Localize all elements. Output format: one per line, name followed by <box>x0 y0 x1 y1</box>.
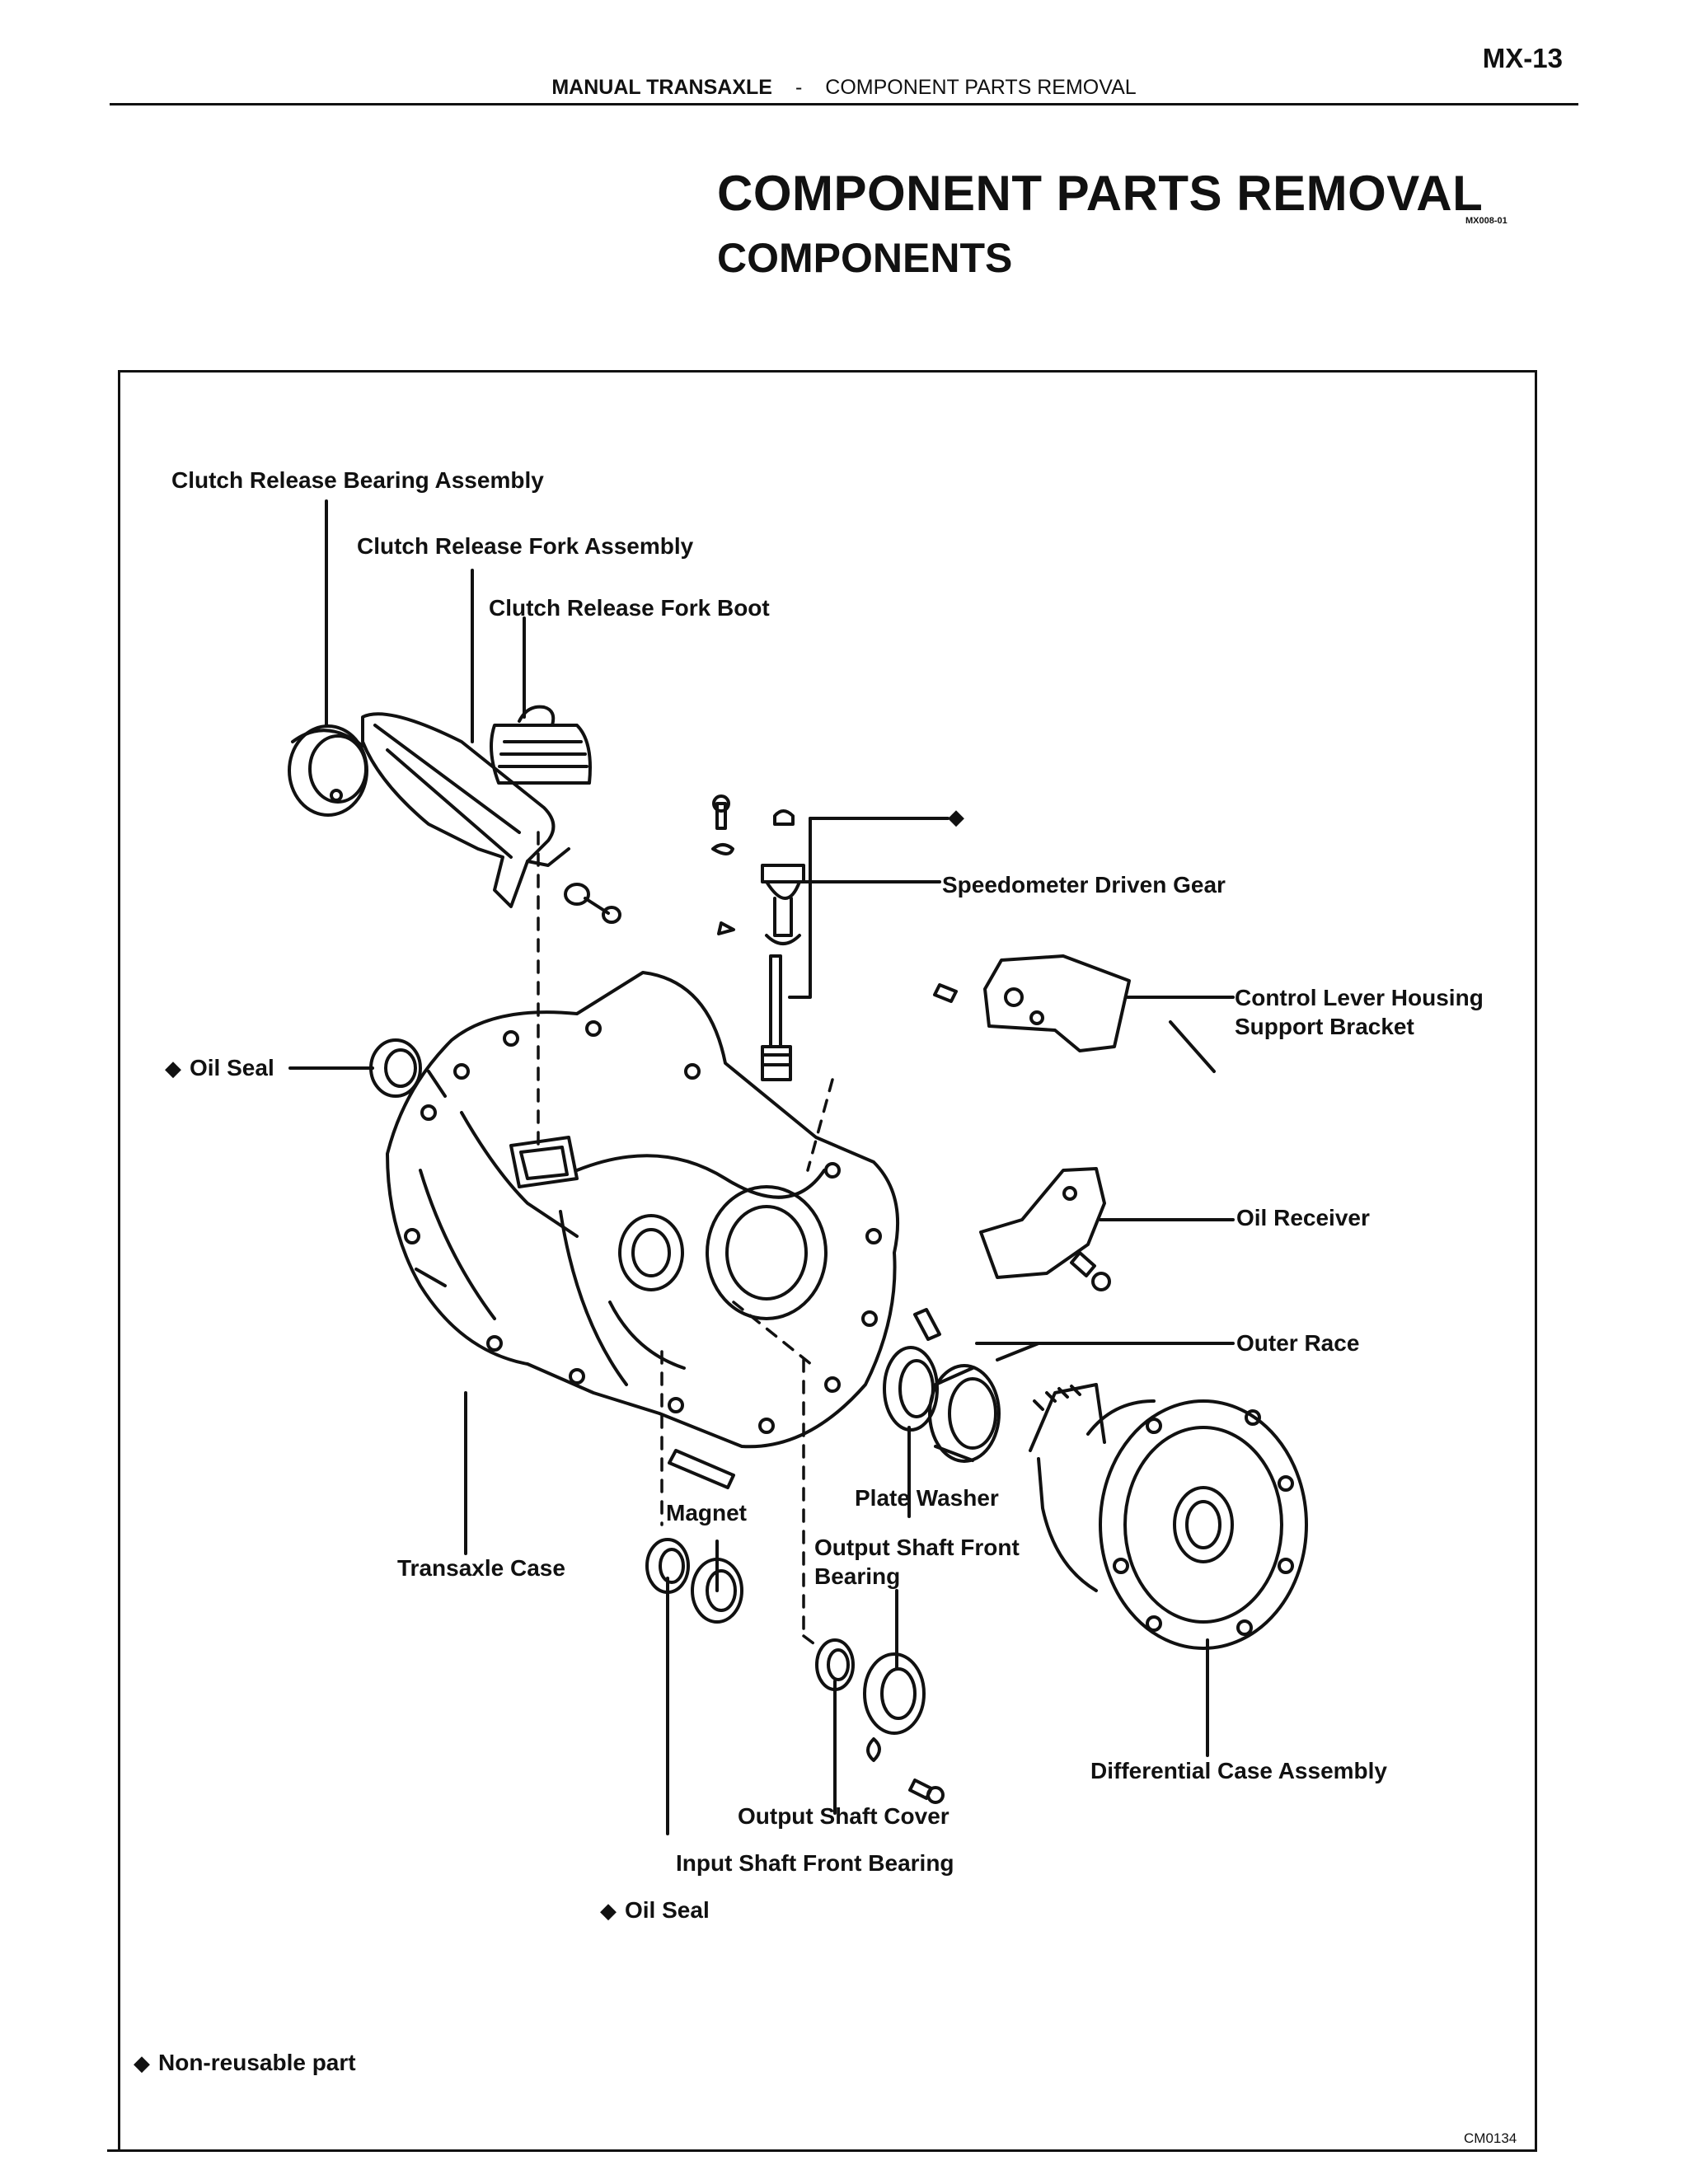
diagram-frame-bottom-rule <box>107 2149 1537 2152</box>
fork-pivot-bolt <box>564 883 621 924</box>
oil-receiver <box>979 1167 1111 1291</box>
diamond-icon: ◆ <box>600 1898 617 1923</box>
diamond-icon: ◆ <box>165 1056 181 1080</box>
label-input-shaft-front-bearing: Input Shaft Front Bearing <box>676 1850 954 1876</box>
outer-race <box>928 1364 1001 1463</box>
transaxle-case <box>386 971 900 1449</box>
diamond-icon: ◆ <box>948 804 964 829</box>
label-plate-washer: Plate Washer <box>855 1485 999 1511</box>
oil-seal-left <box>369 1038 422 1098</box>
differential-case <box>1029 1383 1308 1650</box>
oil-seal-bottom-text: Oil Seal <box>625 1897 710 1923</box>
diagram-frame-right-edge <box>1535 370 1537 2152</box>
label-differential-case: Differential Case Assembly <box>1090 1758 1387 1783</box>
label-clutch-release-fork: Clutch Release Fork Assembly <box>357 533 694 559</box>
header-section: MANUAL TRANSAXLE <box>551 76 772 99</box>
doc-code: MX008-01 <box>1465 216 1507 226</box>
header-rule <box>110 103 1578 105</box>
input-shaft-front-bearing <box>691 1558 743 1624</box>
spring-pin <box>913 1308 941 1341</box>
leader-lines <box>288 499 1235 1835</box>
legend-text: Non-reusable part <box>158 2050 356 2075</box>
label-output-shaft-cover: Output Shaft Cover <box>738 1803 950 1829</box>
figure-id: CM0134 <box>1464 2130 1517 2146</box>
oil-seal-bottom <box>645 1538 690 1594</box>
diamond-icon: ◆ <box>134 2050 150 2075</box>
label-speedometer-driven-gear: Speedometer Driven Gear <box>942 872 1226 898</box>
label-output-shaft-front-bearing-line1: Output Shaft Front <box>814 1535 1020 1560</box>
label-control-lever-bracket-line2: Support Bracket <box>1235 1014 1414 1039</box>
legend-non-reusable: ◆ Non-reusable part <box>134 2050 356 2076</box>
label-outer-race: Outer Race <box>1236 1330 1360 1356</box>
label-control-lever-bracket-line1: Control Lever Housing <box>1235 985 1484 1010</box>
page-title: COMPONENT PARTS REMOVAL <box>717 166 1484 221</box>
label-magnet: Magnet <box>666 1500 747 1526</box>
header-separator: - <box>795 76 803 99</box>
label-oil-seal-bottom: ◆ Oil Seal <box>600 1897 710 1924</box>
oil-seal-left-text: Oil Seal <box>190 1055 274 1080</box>
output-shaft-front-bearing <box>863 1652 926 1735</box>
page-subtitle: COMPONENTS <box>717 235 1013 281</box>
label-clutch-release-fork-boot: Clutch Release Fork Boot <box>489 595 770 621</box>
label-output-shaft-front-bearing-line2: Bearing <box>814 1563 901 1589</box>
speedometer-group <box>711 794 805 1081</box>
label-oil-seal-left: ◆ Oil Seal <box>165 1055 274 1081</box>
label-transaxle-case: Transaxle Case <box>397 1555 565 1581</box>
label-clutch-release-bearing: Clutch Release Bearing Assembly <box>171 467 544 493</box>
clutch-release-bearing <box>288 724 368 817</box>
clutch-release-fork <box>361 712 570 908</box>
magnet <box>668 1449 735 1489</box>
label-oil-receiver: Oil Receiver <box>1236 1205 1370 1230</box>
header-subsection: COMPONENT PARTS REMOVAL <box>825 76 1137 99</box>
label-non-reusable-speedometer: ◆ <box>948 804 973 830</box>
page-number: MX-13 <box>1482 43 1563 73</box>
running-header: MANUAL TRANSAXLE-COMPONENT PARTS REMOVAL <box>0 76 1688 100</box>
control-lever-bracket <box>933 954 1131 1052</box>
clutch-release-fork-boot <box>490 705 592 785</box>
output-shaft-cover <box>815 1638 855 1691</box>
